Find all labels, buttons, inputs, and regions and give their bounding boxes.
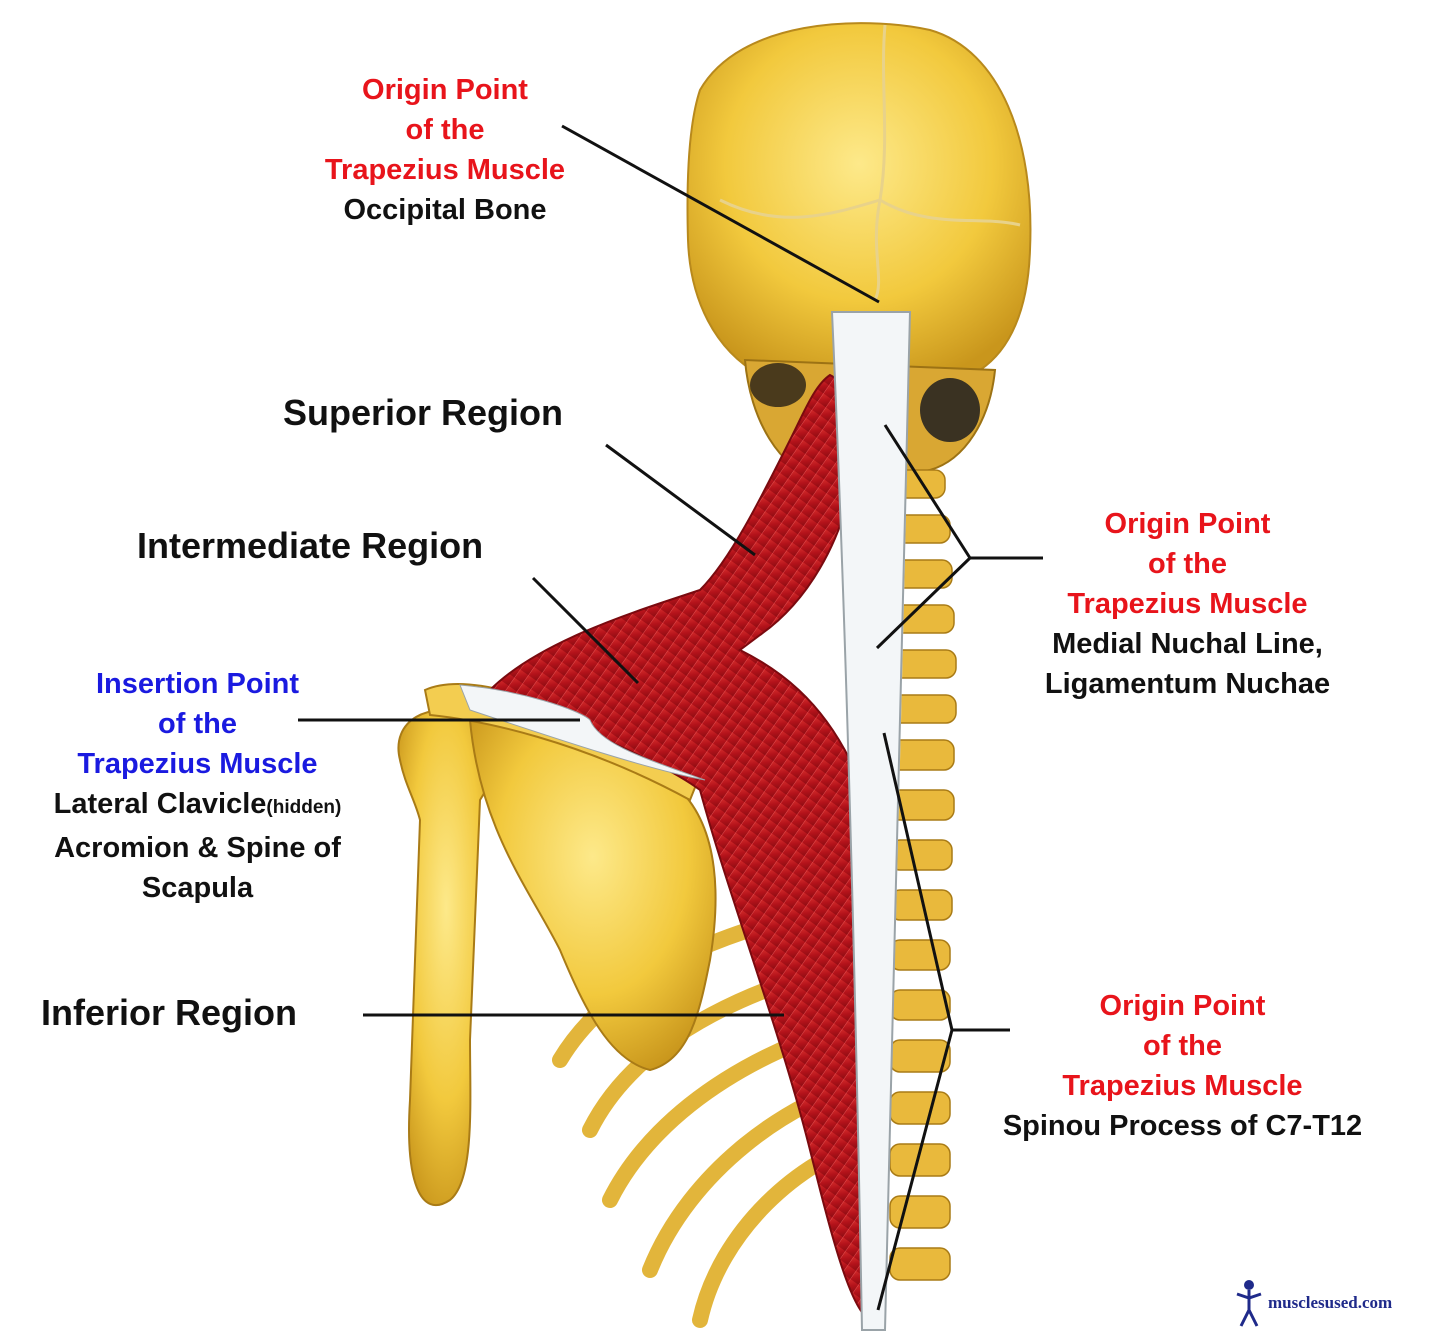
- label-nuchal-origin: Origin Point of the Trapezius Muscle Med…: [1010, 504, 1365, 704]
- humerus: [398, 710, 493, 1205]
- label-spinous-origin: Origin Point of the Trapezius Muscle Spi…: [965, 986, 1400, 1146]
- label-insertion: Insertion Point of the Trapezius Muscle …: [10, 664, 385, 908]
- insertion-line5: Acromion & Spine of: [10, 828, 385, 868]
- nuchal-line2: of the: [1010, 544, 1365, 584]
- spinous-line1: Origin Point: [965, 986, 1400, 1026]
- insertion-line2: of the: [10, 704, 385, 744]
- occipital-line3: Trapezius Muscle: [300, 150, 590, 190]
- intermediate-region-label: Intermediate Region: [137, 525, 483, 567]
- spinous-line4: Spinou Process of C7-T12: [965, 1106, 1400, 1146]
- nuchal-line1: Origin Point: [1010, 504, 1365, 544]
- label-occipital-origin: Origin Point of the Trapezius Muscle Occ…: [300, 70, 590, 230]
- spinous-line2: of the: [965, 1026, 1400, 1066]
- insertion-line6: Scapula: [10, 868, 385, 908]
- occipital-line2: of the: [300, 110, 590, 150]
- musclesused-logo: musclesused.com: [1234, 1278, 1449, 1328]
- inferior-region-label: Inferior Region: [41, 992, 297, 1034]
- nuchal-line5: Ligamentum Nuchae: [1010, 664, 1365, 704]
- insertion-line1: Insertion Point: [10, 664, 385, 704]
- insertion-line4-main: Lateral Clavicle: [54, 788, 267, 820]
- superior-region-label: Superior Region: [283, 392, 563, 434]
- occipital-line1: Origin Point: [300, 70, 590, 110]
- nuchal-line3: Trapezius Muscle: [1010, 584, 1365, 624]
- spinous-line3: Trapezius Muscle: [965, 1066, 1400, 1106]
- insertion-line3: Trapezius Muscle: [10, 744, 385, 784]
- nuchal-line4: Medial Nuchal Line,: [1010, 624, 1365, 664]
- insertion-line4-note: (hidden): [266, 797, 341, 818]
- human-figure-icon: [1234, 1278, 1264, 1328]
- logo-text: musclesused.com: [1268, 1293, 1392, 1313]
- occipital-line4: Occipital Bone: [300, 190, 590, 230]
- insertion-line4: Lateral Clavicle(hidden): [10, 784, 385, 828]
